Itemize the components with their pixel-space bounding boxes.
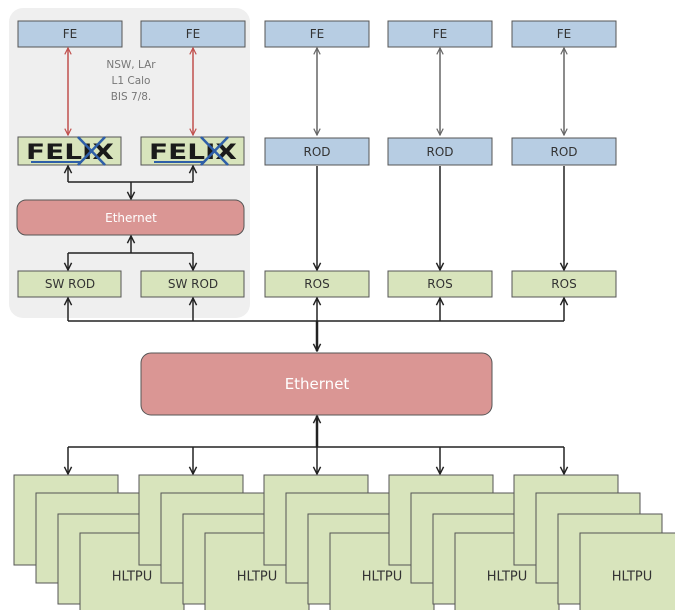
hltpu-card	[579, 532, 675, 610]
felix-note-line-3: BIS 7/8.	[111, 91, 152, 103]
felix-ethernet-connector	[68, 166, 193, 199]
fe-box	[387, 20, 493, 48]
ros-box	[511, 270, 617, 298]
hltpu-bus-connector	[68, 416, 564, 474]
rod-row: ROD ROD ROD	[264, 137, 617, 166]
swrod-label: SW ROD	[45, 277, 95, 291]
hltpu-label: HLTPU	[612, 570, 653, 585]
felix-note-line-1: NSW, LAr	[106, 59, 156, 71]
ethernet-swrod-connector	[68, 236, 193, 270]
felix-box	[140, 136, 245, 166]
ros-box	[387, 270, 493, 298]
felix-box	[17, 136, 122, 166]
rod-label: ROD	[426, 145, 453, 159]
hltpu-label: HLTPU	[237, 570, 278, 585]
ros-label: ROS	[304, 277, 329, 291]
ros-label: ROS	[551, 277, 576, 291]
fe-label: FE	[557, 27, 571, 41]
fe-label: FE	[186, 27, 200, 41]
swrod-box	[140, 270, 245, 298]
ethernet-main-label: Ethernet	[285, 375, 350, 393]
felix-logo-x-stroke	[77, 136, 106, 166]
felix-card: FELIX	[17, 136, 122, 166]
felix-note-line-2: L1 Calo	[112, 75, 151, 87]
felix-card: FELIX	[140, 136, 245, 166]
fe-box	[140, 20, 246, 48]
fe-row: FE FE FE FE FE	[17, 20, 617, 48]
ros-box	[264, 270, 370, 298]
rod-label: ROD	[550, 145, 577, 159]
swrod-label: SW ROD	[168, 277, 218, 291]
fe-box	[511, 20, 617, 48]
swrod-box	[17, 270, 122, 298]
hltpu-label: HLTPU	[112, 570, 153, 585]
fe-label: FE	[63, 27, 77, 41]
fe-box	[17, 20, 123, 48]
fe-box	[264, 20, 370, 48]
ethernet-switch-main	[140, 352, 493, 416]
hltpu-stack: HLTPU	[513, 474, 675, 610]
rod-box	[387, 137, 493, 166]
rod-label: ROD	[303, 145, 330, 159]
readout-bus-connector	[68, 298, 564, 351]
hltpu-stack: HLTPU	[13, 474, 185, 610]
rod-box	[264, 137, 370, 166]
ethernet-switch-small	[16, 199, 245, 236]
fe-label: FE	[433, 27, 447, 41]
hltpu-farm: HLTPU HLTPU HLTPU HLTPU HLTPU	[13, 474, 675, 610]
fe-label: FE	[310, 27, 324, 41]
hltpu-label: HLTPU	[362, 570, 403, 585]
ros-label: ROS	[427, 277, 452, 291]
rod-box	[511, 137, 617, 166]
felix-logo-x-stroke	[200, 136, 229, 166]
ethernet-small-label: Ethernet	[105, 211, 157, 225]
hltpu-label: HLTPU	[487, 570, 528, 585]
